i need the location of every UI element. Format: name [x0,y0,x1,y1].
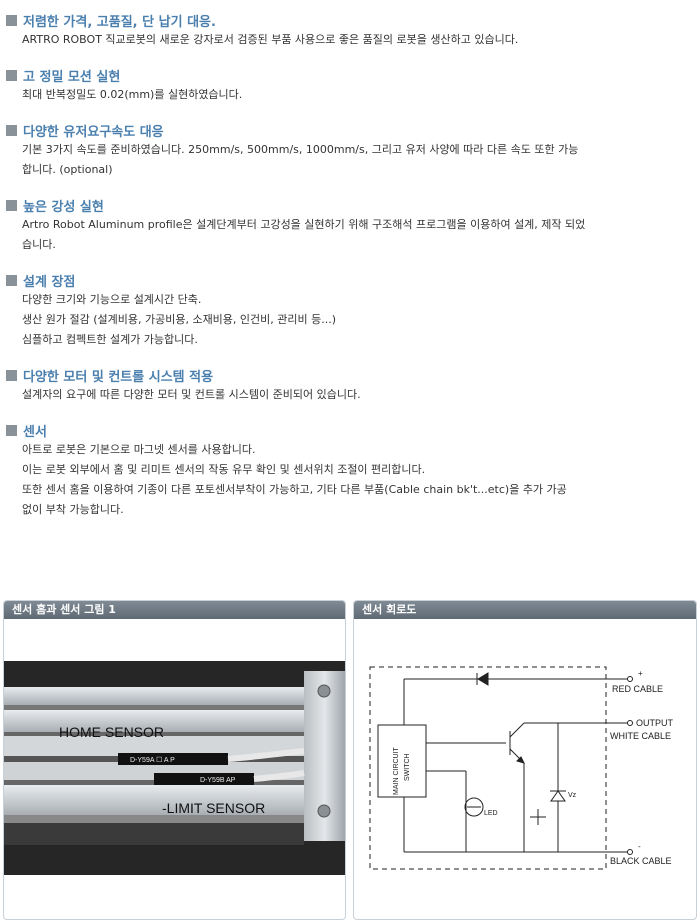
diode-symbol [477,672,489,686]
square-bullet-icon [6,124,17,136]
section-body: Artro Robot Aluminum profile은 설계단계부터 고강성… [6,215,694,255]
black-cable-label: BLACK CABLE [610,856,672,866]
zener-symbol [550,790,566,802]
section-body-line: 또한 센서 홈을 이용하여 기종이 다른 포토센서부착이 가능하고, 기타 다른… [22,483,567,496]
section-heading-text: 설계 장점 [23,274,76,290]
section-heading: 다양한 모터 및 컨트롤 시스템 적용 [6,365,694,385]
plus-marker: + [638,669,643,678]
output-label: OUTPUT [636,718,674,728]
section-body-line: 설계자의 요구에 따른 다양한 모터 및 컨트롤 시스템이 준비되어 있습니다. [22,388,361,401]
spec-section: 높은 강성 실현 Artro Robot Aluminum profile은 설계… [6,195,694,255]
section-heading: 센서 [6,420,694,440]
section-body-line: 다양한 크기와 기능으로 설계시간 단축. [22,293,202,306]
sensor-circuit-diagram: MAIN CIRCUIT SWITCH LED Vz + RED CABLE O… [354,619,696,919]
sensor2-marking: D-Y59B AP [200,777,236,784]
section-body-line: 이는 로봇 외부에서 홈 및 리미트 센서의 작동 유무 확인 및 센서위치 조… [22,463,426,476]
section-body: ARTRO ROBOT 직교로봇의 새로운 강자로서 검증된 부품 사용으로 좋… [6,30,694,50]
square-bullet-icon [6,424,17,436]
section-heading-text: 센서 [23,424,47,440]
square-bullet-icon [6,14,17,26]
switch-label-line2: SWITCH [404,753,411,781]
section-heading: 고 정밀 모션 실현 [6,65,694,85]
section-heading: 설계 장점 [6,270,694,290]
section-heading: 저렴한 가격, 고품질, 단 납기 대응. [6,10,694,30]
section-body-line: 기본 3가지 속도를 준비하였습니다. 250mm/s, 500mm/s, 10… [22,143,579,156]
sensor-photo-panel: 센서 홈과 센서 그림 1 [3,600,346,920]
spec-sections: 저렴한 가격, 고품질, 단 납기 대응. ARTRO ROBOT 직교로봇의 새… [6,10,694,535]
section-body: 아트로 로봇은 기본으로 마그넷 센서를 사용합니다. 이는 로봇 외부에서 홈 … [6,440,694,520]
section-body: 설계자의 요구에 따른 다양한 모터 및 컨트롤 시스템이 준비되어 있습니다. [6,385,694,405]
section-body-line: 생산 원가 절감 (설계비용, 가공비용, 소재비용, 인건비, 관리비 등..… [22,313,337,326]
switch-label-line1: MAIN CIRCUIT [393,746,400,795]
section-body: 최대 반복정밀도 0.02(mm)를 실현하였습니다. [6,85,694,105]
square-bullet-icon [6,199,17,211]
section-body-line: 심플하고 컴펙트한 설계가 가능합니다. [22,333,198,346]
limit-sensor-label: -LIMIT SENSOR [162,800,265,816]
section-body-line: 없이 부착 가능합니다. [22,503,124,516]
section-heading-text: 높은 강성 실현 [23,199,104,215]
section-body-line: 습니다. [22,238,56,251]
home-sensor-label: HOME SENSOR [59,724,164,740]
minus-marker: - [638,842,641,851]
section-body-line: 아트로 로봇은 기본으로 마그넷 센서를 사용합니다. [22,443,256,456]
led-symbol [464,797,484,817]
section-body-line: 합니다. (optional) [22,163,113,176]
sensor-photo: D-Y59A ☐ A P D-Y59B AP HOME SENSOR -LIMI… [4,661,345,875]
white-cable-label: WHITE CABLE [610,731,671,741]
square-bullet-icon [6,69,17,81]
square-bullet-icon [6,369,17,381]
sensor-circuit-panel-title: 센서 회로도 [354,601,696,619]
sensor1-marking: D-Y59A ☐ A P [130,756,175,764]
red-cable-label: RED CABLE [612,684,663,694]
square-bullet-icon [6,274,17,286]
section-heading-text: 저렴한 가격, 고품질, 단 납기 대응. [23,14,216,30]
main-circuit-switch-box [377,724,427,798]
led-label: LED [484,810,498,817]
section-body-line: 최대 반복정밀도 0.02(mm)를 실현하였습니다. [22,88,243,101]
sensor-circuit-panel: 센서 회로도 [353,600,697,920]
sensor-photo-panel-title: 센서 홈과 센서 그림 1 [4,601,345,619]
section-heading-text: 고 정밀 모션 실현 [23,69,121,85]
vz-label: Vz [568,792,577,799]
section-heading-text: 다양한 모터 및 컨트롤 시스템 적용 [23,369,214,385]
section-body: 다양한 크기와 기능으로 설계시간 단축. 생산 원가 절감 (설계비용, 가공비… [6,290,694,350]
section-body-line: Artro Robot Aluminum profile은 설계단계부터 고강성… [22,218,586,231]
spec-section: 저렴한 가격, 고품질, 단 납기 대응. ARTRO ROBOT 직교로봇의 새… [6,10,694,50]
section-body-line: ARTRO ROBOT 직교로봇의 새로운 강자로서 검증된 부품 사용으로 좋… [22,33,519,46]
section-body: 기본 3가지 속도를 준비하였습니다. 250mm/s, 500mm/s, 10… [6,140,694,180]
section-heading-text: 다양한 유저요구속도 대응 [23,124,164,140]
sensor-housing-outline [369,666,607,870]
section-heading: 다양한 유저요구속도 대응 [6,120,694,140]
section-heading: 높은 강성 실현 [6,195,694,215]
